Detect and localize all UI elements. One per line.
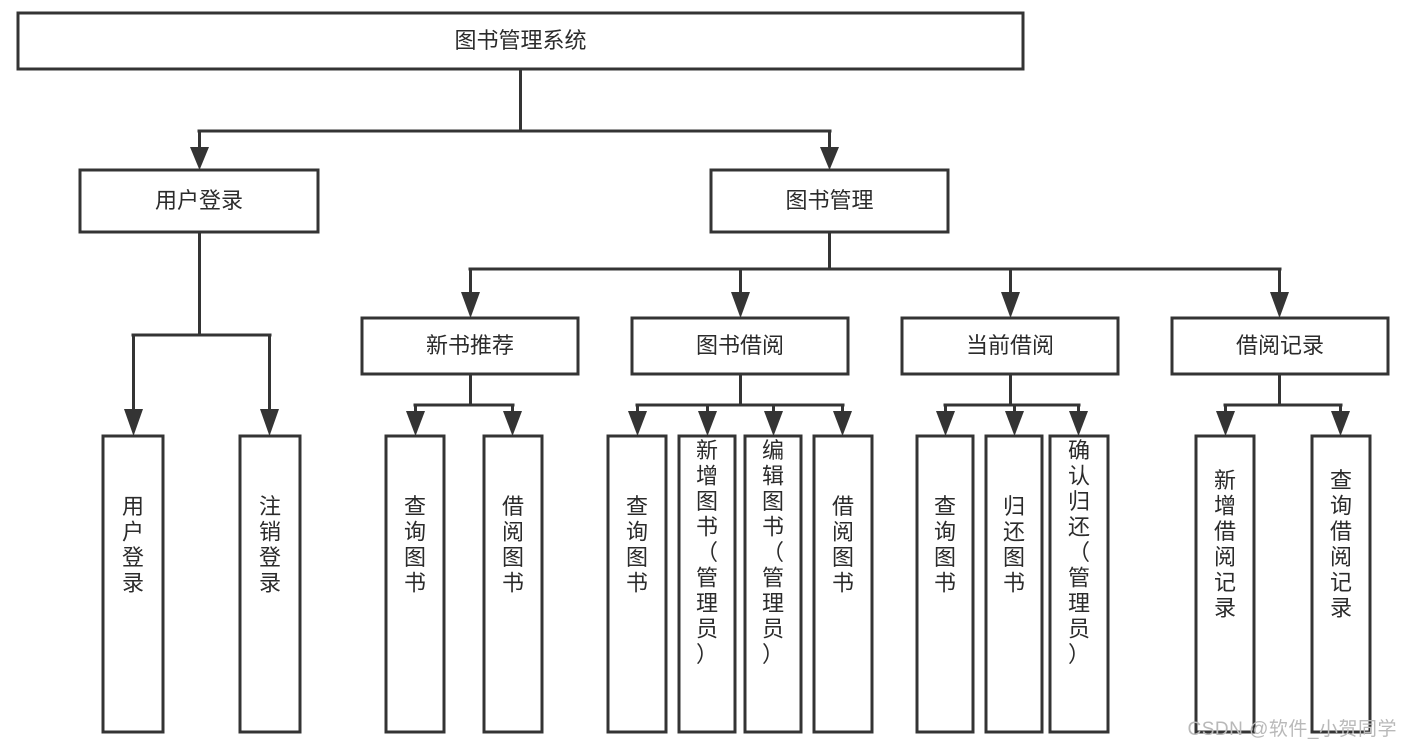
- node-leaf-borrow-book-2-label: 借阅图书: [832, 494, 854, 596]
- node-book-borrow-box[interactable]: [630, 316, 850, 376]
- arrow-to-leaf-query-record-icon: [1331, 411, 1350, 436]
- node-user-login-label: 用户登录: [155, 188, 243, 213]
- node-leaf-logout[interactable]: 注销登录: [238, 434, 302, 734]
- node-leaf-query-record-label: 查询借阅记录: [1330, 468, 1352, 621]
- node-leaf-add-book-label: 新增图书（管理员）: [696, 438, 718, 667]
- node-leaf-borrow-book-2-box[interactable]: [812, 434, 874, 734]
- node-leaf-query-book-3-box[interactable]: [915, 434, 975, 734]
- node-leaf-query-book-2-label: 查询图书: [626, 494, 648, 596]
- node-new-book-recommend[interactable]: 新书推荐: [360, 316, 580, 376]
- node-leaf-query-book-2-box[interactable]: [606, 434, 668, 734]
- node-leaf-query-record[interactable]: 查询借阅记录: [1310, 434, 1372, 734]
- arrow-root-to-book-manage-icon: [820, 147, 839, 170]
- node-leaf-query-book-2[interactable]: 查询图书: [606, 434, 668, 734]
- node-book-borrow-label: 图书借阅: [696, 333, 784, 358]
- node-leaf-query-book-1[interactable]: 查询图书: [384, 434, 446, 734]
- node-current-borrow-label: 当前借阅: [966, 333, 1054, 358]
- node-leaf-edit-book-box[interactable]: [743, 434, 803, 734]
- node-book-manage-label: 图书管理: [785, 188, 873, 213]
- node-new-book-recommend-label: 新书推荐: [426, 333, 514, 358]
- node-leaf-query-book-1-box[interactable]: [384, 434, 446, 734]
- node-borrow-record-label: 借阅记录: [1236, 333, 1324, 358]
- connectors: [124, 67, 1350, 436]
- node-leaf-borrow-book-1-label: 借阅图书: [502, 494, 524, 596]
- arrow-to-leaf-query-book-3-icon: [936, 411, 955, 436]
- node-leaf-user-login-box[interactable]: [101, 434, 165, 734]
- node-leaf-query-book-3[interactable]: 查询图书: [915, 434, 975, 734]
- node-leaf-confirm-return[interactable]: 确认归还（管理员）: [1048, 434, 1110, 734]
- node-leaf-add-book-box[interactable]: [677, 434, 737, 734]
- node-leaf-edit-book[interactable]: 编辑图书（管理员）: [743, 434, 803, 734]
- arrow-to-leaf-borrow-book-1-icon: [503, 411, 522, 436]
- node-leaf-add-record-label: 新增借阅记录: [1214, 468, 1236, 621]
- node-leaf-query-book-1-label: 查询图书: [404, 494, 426, 596]
- node-leaf-borrow-book-1-box[interactable]: [482, 434, 544, 734]
- node-leaf-user-login-label: 用户登录: [122, 494, 144, 596]
- arrow-to-leaf-edit-book-icon: [764, 411, 783, 436]
- arrow-to-leaf-return-book-icon: [1005, 411, 1024, 436]
- node-leaf-borrow-book-1[interactable]: 借阅图书: [482, 434, 544, 734]
- arrow-to-leaf-borrow-book-2-icon: [833, 411, 852, 436]
- arrow-to-book-borrow-icon: [731, 292, 750, 318]
- arrow-to-leaf-add-record-icon: [1216, 411, 1235, 436]
- arrow-to-leaf-query-book-1-icon: [406, 411, 425, 436]
- node-root[interactable]: 图书管理系统: [16, 11, 1025, 71]
- node-book-manage-box[interactable]: [709, 168, 950, 234]
- node-leaf-query-record-box[interactable]: [1310, 434, 1372, 734]
- arrow-to-leaf-user-login-icon: [124, 409, 143, 436]
- node-leaf-borrow-book-2[interactable]: 借阅图书: [812, 434, 874, 734]
- node-current-borrow[interactable]: 当前借阅: [900, 316, 1120, 376]
- node-leaf-return-book[interactable]: 归还图书: [984, 434, 1044, 734]
- arrow-root-to-user-login-icon: [190, 147, 209, 170]
- node-borrow-record[interactable]: 借阅记录: [1170, 316, 1390, 376]
- node-leaf-confirm-return-box[interactable]: [1048, 434, 1110, 734]
- node-book-borrow[interactable]: 图书借阅: [630, 316, 850, 376]
- node-leaf-add-record[interactable]: 新增借阅记录: [1194, 434, 1256, 734]
- node-leaf-add-record-box[interactable]: [1194, 434, 1256, 734]
- arrow-to-current-borrow-icon: [1001, 292, 1020, 318]
- node-user-login[interactable]: 用户登录: [78, 168, 320, 234]
- node-leaf-add-book[interactable]: 新增图书（管理员）: [677, 434, 737, 734]
- node-leaf-logout-box[interactable]: [238, 434, 302, 734]
- node-leaf-user-login[interactable]: 用户登录: [101, 434, 165, 734]
- node-user-login-box[interactable]: [78, 168, 320, 234]
- node-new-book-recommend-box[interactable]: [360, 316, 580, 376]
- arrow-to-leaf-query-book-2-icon: [628, 411, 647, 436]
- arrow-to-leaf-confirm-return-icon: [1069, 411, 1088, 436]
- node-leaf-return-book-label: 归还图书: [1003, 494, 1025, 596]
- arrow-to-new-book-recommend-icon: [461, 292, 480, 318]
- node-borrow-record-box[interactable]: [1170, 316, 1390, 376]
- node-leaf-return-book-box[interactable]: [984, 434, 1044, 734]
- node-root-label: 图书管理系统: [454, 28, 586, 53]
- node-book-manage[interactable]: 图书管理: [709, 168, 950, 234]
- node-current-borrow-box[interactable]: [900, 316, 1120, 376]
- node-leaf-logout-label: 注销登录: [259, 494, 281, 596]
- arrow-to-leaf-logout-icon: [260, 409, 279, 436]
- arrow-to-leaf-add-book-icon: [698, 411, 717, 436]
- node-root-box[interactable]: [16, 11, 1025, 71]
- node-leaf-query-book-3-label: 查询图书: [934, 494, 956, 596]
- arrow-to-borrow-record-icon: [1270, 292, 1289, 318]
- node-leaf-confirm-return-label: 确认归还（管理员）: [1068, 438, 1090, 667]
- node-leaf-edit-book-label: 编辑图书（管理员）: [762, 438, 784, 667]
